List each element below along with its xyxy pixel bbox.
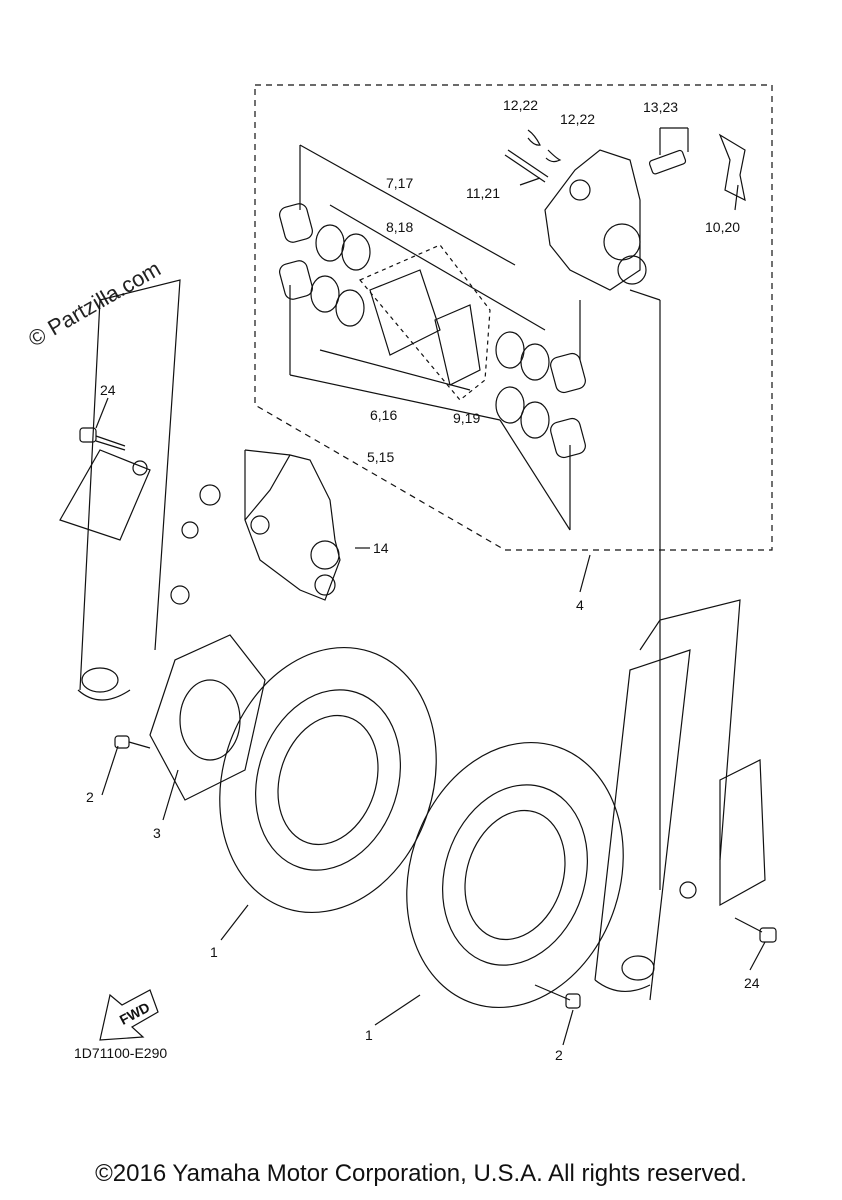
leader-lines [95, 127, 766, 1046]
brake-disc-left [219, 646, 437, 914]
callout-24-left: 24 [100, 382, 116, 398]
left-fork [59, 279, 221, 701]
callout-6-16: 6,16 [370, 407, 397, 423]
callout-7-17: 7,17 [386, 175, 413, 191]
brake-disc-right [406, 741, 624, 1009]
bolt-24-right [734, 917, 777, 943]
copyright-footer: ©2016 Yamaha Motor Corporation, U.S.A. A… [95, 1160, 747, 1187]
bolt-2-right [534, 984, 581, 1009]
hub-plate-3 [149, 634, 266, 801]
callout-2-right: 2 [555, 1047, 563, 1063]
callout-13-23: 13,23 [643, 99, 678, 115]
callout-10-20: 10,20 [705, 219, 740, 235]
bolt-2-left [114, 735, 151, 749]
caliper-internals [279, 144, 586, 531]
callout-11-21: 11,21 [466, 185, 500, 201]
callout-8-18: 8,18 [386, 219, 413, 235]
callout-24-right: 24 [744, 975, 760, 991]
callout-5-15: 5,15 [367, 449, 394, 465]
small-parts [504, 129, 746, 202]
caliper-body-4 [544, 149, 661, 890]
callout-1-right: 1 [365, 1027, 373, 1043]
callout-12-22-b: 12,22 [560, 111, 595, 127]
callout-3: 3 [153, 825, 161, 841]
fwd-arrow [99, 989, 159, 1041]
callout-14: 14 [373, 540, 389, 556]
callout-9-19: 9,19 [453, 410, 480, 426]
bolt-24-left [79, 427, 126, 451]
callout-2-left: 2 [86, 789, 94, 805]
callout-1-left: 1 [210, 944, 218, 960]
caliper-assembly-box [254, 84, 773, 551]
caliper-14 [244, 449, 341, 601]
diagram-code: 1D71100-E290 [74, 1045, 168, 1061]
callout-4: 4 [576, 597, 584, 613]
callout-12-22-a: 12,22 [503, 97, 538, 113]
right-fork [594, 599, 766, 1001]
fwd-label: FWD [117, 999, 153, 1028]
